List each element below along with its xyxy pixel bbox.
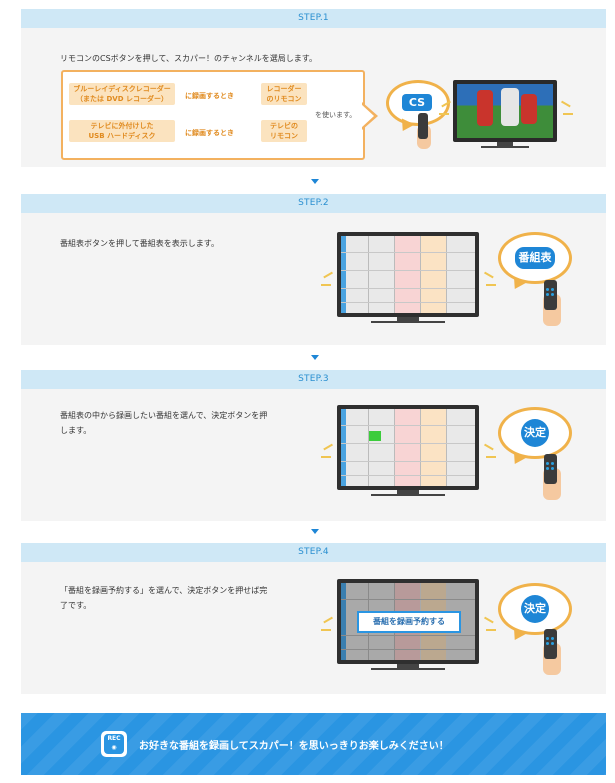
when-label-1: に録画するとき [185,92,234,100]
step-4-instruction: 「番組を録画予約する」を選んで、決定ボタンを押せば完了です。 [60,586,268,610]
step-arrow-2 [311,355,319,360]
remote-icon [418,113,428,139]
remote-icon [544,280,557,310]
when-label-2: に録画するとき [185,129,234,137]
step-3-instruction: 番組表の中から録画したい番組を選んで、決定ボタンを押します。 [60,411,268,435]
step-3-panel: STEP.3 番組表の中から録画したい番組を選んで、決定ボタンを押します。 [21,370,606,521]
step-4-panel: STEP.4 「番組を録画予約する」を選んで、決定ボタンを押せば完了です。 番組… [21,543,606,694]
rec-icon: REC◉ [101,731,127,757]
use-label: を使います。 [315,111,357,119]
device-bluray: ブルーレイディスクレコーダー（または DVD レコーダー） [69,83,175,105]
step-2-instruction: 番組表ボタンを押して番組表を表示します。 [60,239,219,248]
tv-soccer [453,80,557,150]
epg-button-bubble: 番組表 [498,232,572,293]
tv-epg [337,232,479,325]
enter-button-bubble: 決定 [498,407,572,468]
step-1-panel: STEP.1 リモコンのCSボタンを押して、スカパー！のチャンネルを選局します。… [21,9,606,167]
remote-recorder: レコーダーのリモコン [261,83,307,105]
step-1-instruction: リモコンのCSボタンを押して、スカパー！のチャンネルを選局します。 [60,54,317,63]
enter-button-bubble: 決定 [498,583,572,644]
tv-epg-select [337,405,479,498]
remote-tv: テレビのリモコン [261,120,307,142]
step-3-header: STEP.3 [21,370,606,389]
epg-button: 番組表 [515,247,555,269]
step-arrow-1 [311,179,319,184]
recording-device-table: ブルーレイディスクレコーダー（または DVD レコーダー） に録画するとき レコ… [61,70,378,160]
footer-banner: REC◉ お好きな番組を録画してスカパー！を思いっきりお楽しみください！ [21,713,606,775]
step-1-header: STEP.1 [21,9,606,28]
reserve-recording-dialog: 番組を録画予約する [357,611,461,633]
remote-icon [544,454,557,484]
enter-button: 決定 [521,595,549,623]
footer-message: お好きな番組を録画してスカパー！を思いっきりお楽しみください！ [139,741,449,752]
enter-button: 決定 [521,419,549,447]
remote-icon [544,629,557,659]
step-2-panel: STEP.2 番組表ボタンを押して番組表を表示します。 番組表 [21,194,606,345]
step-4-header: STEP.4 [21,543,606,562]
tv-epg-reserve: 番組を録画予約する [337,579,479,672]
cs-button: CS [402,94,432,111]
step-2-header: STEP.2 [21,194,606,213]
step-arrow-3 [311,529,319,534]
